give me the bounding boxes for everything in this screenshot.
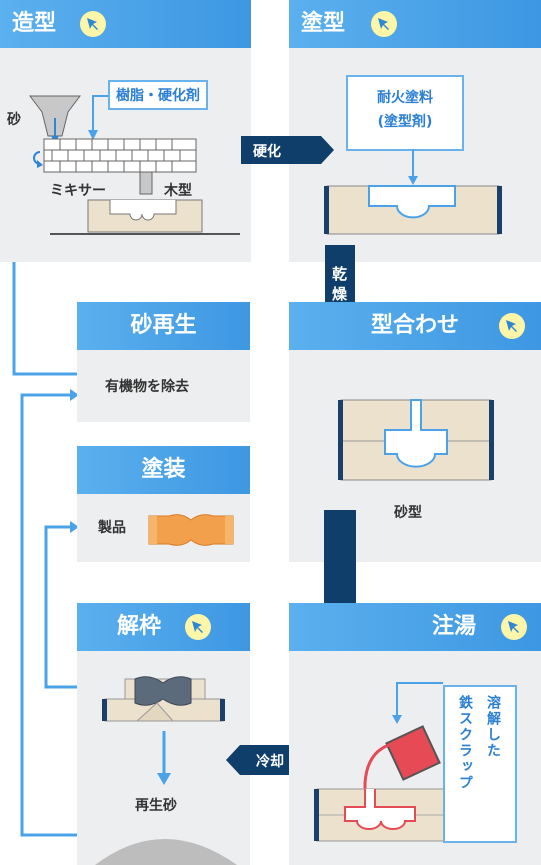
step-mold-assembly-title: 型合わせ: [371, 313, 460, 338]
step-tokei-card: 塗型 耐火塗料 (塗型剤): [289, 0, 541, 262]
step-mold-assembly-header[interactable]: 型合わせ: [289, 302, 541, 350]
molten-label: 溶解した: [485, 695, 501, 759]
cursor-icon: [501, 614, 527, 640]
step-tokei-header[interactable]: 塗型: [289, 0, 541, 48]
molten-scrap-box: 溶解した 鉄スクラップ: [443, 685, 517, 843]
step-painting-title: 塗装: [141, 457, 186, 482]
sand-label: 砂: [7, 112, 21, 128]
cursor-icon: [371, 11, 397, 37]
step-pouring-header[interactable]: 注湯: [289, 603, 541, 651]
remove-organic-label: 有機物を除去: [105, 379, 189, 395]
step-painting-card: 塗装 製品: [77, 446, 250, 562]
step-pouring-card: 注湯 溶解した 鉄スクラップ: [289, 603, 541, 865]
resin-hardener-label: 樹脂・硬化剤: [108, 80, 208, 110]
step-tokei-title: 塗型: [301, 11, 346, 36]
coating-agent-label: (塗型剤): [377, 114, 433, 130]
step-zokei-card: 造型 砂 樹脂・硬化剤 ミキサー 木型: [0, 0, 251, 262]
product-casting-icon: [148, 514, 234, 546]
step-sand-reclamation-title: 砂再生: [130, 313, 197, 338]
cursor-icon: [185, 614, 211, 640]
refractory-coating-label: 耐火塗料: [377, 90, 433, 106]
step-shakeout-card: 解枠 再生砂: [77, 603, 250, 865]
step-shakeout-header[interactable]: 解枠: [77, 603, 250, 651]
step-painting-header: 塗装: [77, 446, 250, 494]
cool-label: 冷却: [256, 754, 284, 770]
assembled-mold-illustration: [338, 399, 494, 481]
refractory-coating-box: 耐火塗料 (塗型剤): [346, 75, 464, 151]
harden-arrow: 硬化: [241, 136, 334, 164]
harden-label: 硬化: [253, 144, 281, 160]
wood-pattern-label: 木型: [164, 183, 192, 199]
product-label: 製品: [98, 520, 126, 536]
coated-mold-illustration: [324, 149, 502, 235]
step-shakeout-title: 解枠: [117, 614, 162, 639]
dry-label-2: 燥: [332, 285, 348, 303]
step-zokei-header[interactable]: 造型: [0, 0, 251, 48]
step-sand-reclamation-header: 砂再生: [77, 302, 250, 350]
cursor-icon: [499, 313, 525, 339]
step-pouring-title: 注湯: [432, 614, 477, 639]
step-sand-reclamation-card: 砂再生 有機物を除去: [77, 302, 250, 422]
iron-scrap-label: 鉄スクラップ: [457, 695, 473, 791]
shakeout-illustration: [95, 676, 237, 865]
dry-label-1: 乾: [332, 265, 348, 283]
mixer-illustration: [29, 95, 240, 235]
sand-mold-label: 砂型: [394, 505, 422, 521]
step-zokei-title: 造型: [12, 11, 57, 36]
cursor-icon: [80, 11, 106, 37]
reclaimed-sand-label: 再生砂: [135, 798, 177, 814]
mixer-label: ミキサー: [50, 183, 106, 199]
